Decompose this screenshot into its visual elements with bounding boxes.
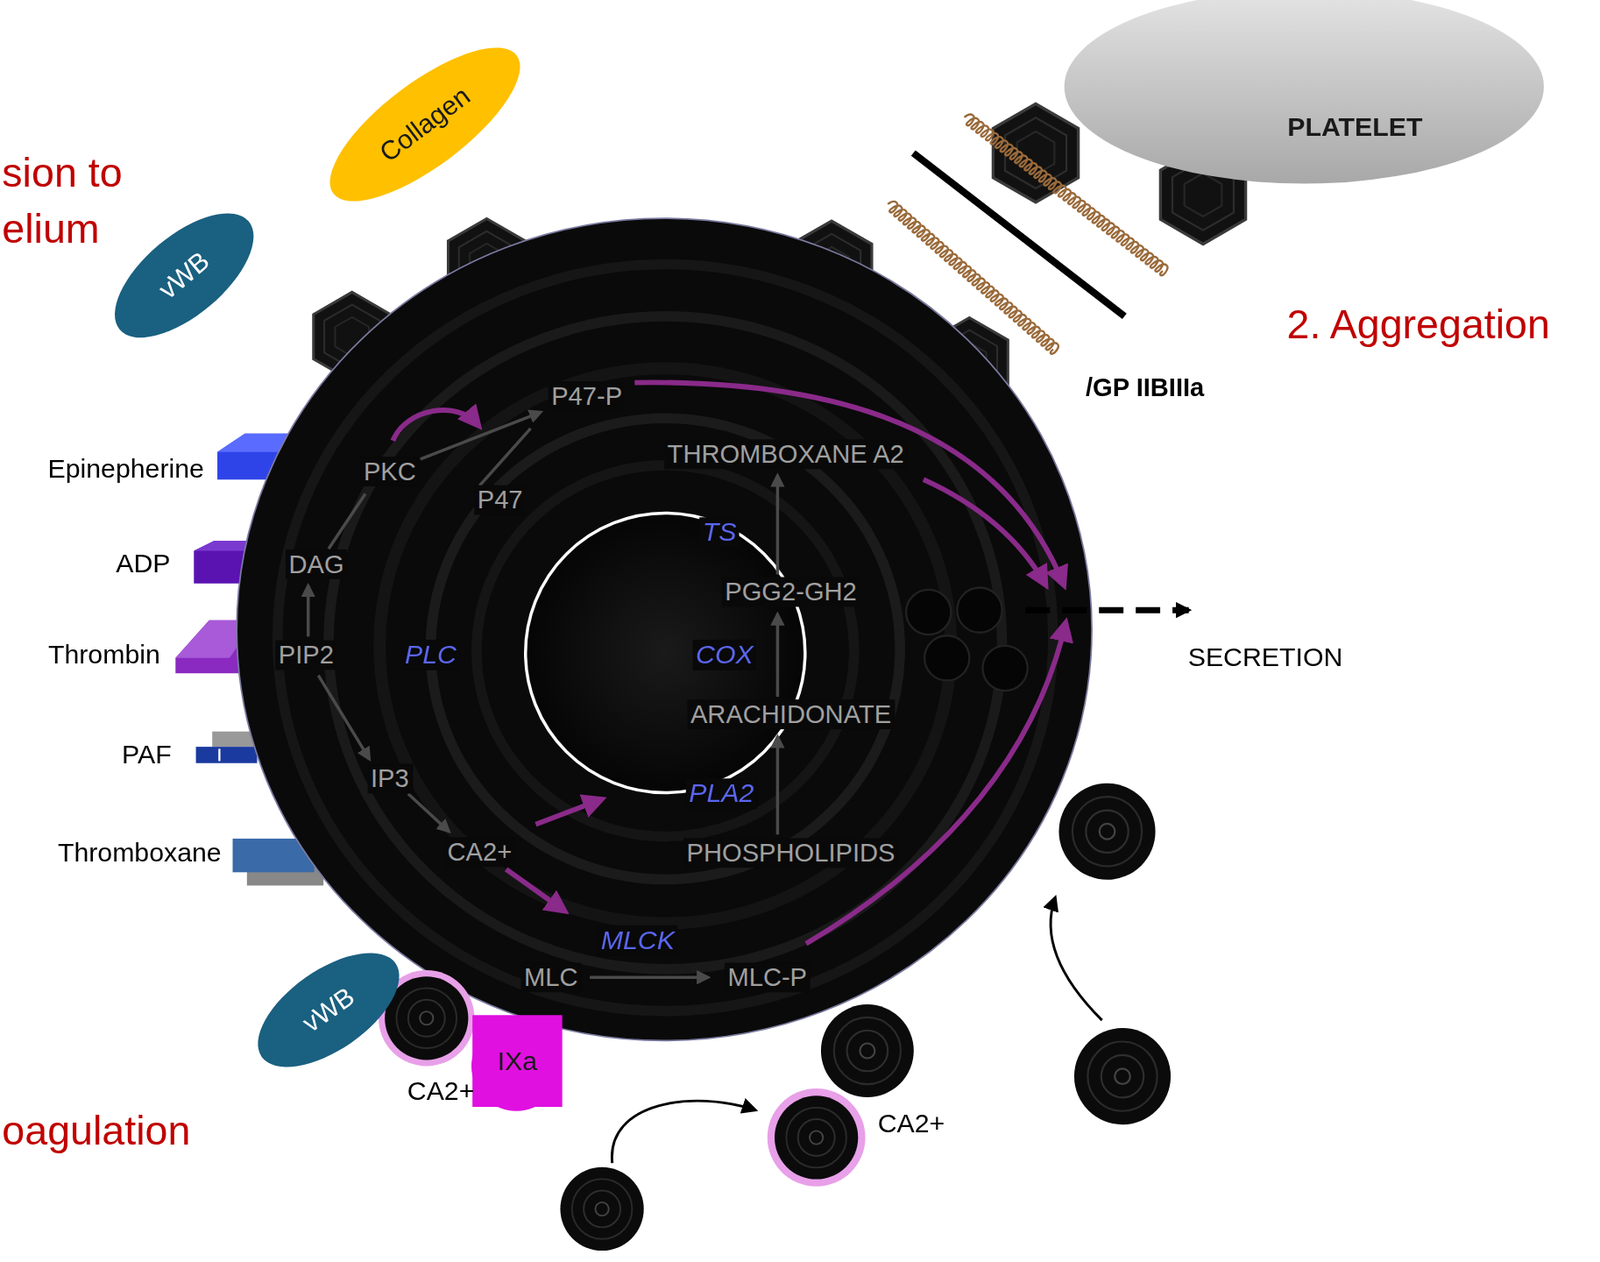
granules	[767, 1088, 866, 1187]
molecule-label: MLC	[521, 962, 581, 992]
pathway-arrows	[776, 736, 779, 835]
pathway-arrows	[318, 675, 369, 759]
receptor-label: /GP IIBIIIa	[1085, 373, 1204, 403]
agonist-label: Thrombin	[48, 639, 161, 671]
granules	[774, 1095, 858, 1179]
activation-arrows	[506, 869, 564, 911]
granule-arrows	[611, 1100, 755, 1163]
activation-arrows	[392, 382, 1065, 943]
activation-arrows	[634, 382, 1063, 583]
factor-box: IXa	[472, 1014, 562, 1107]
platelet-body	[328, 316, 1003, 970]
platelet-body	[476, 465, 855, 837]
activation-arrows	[535, 800, 600, 825]
section-heading: 2. Aggregation	[1286, 300, 1550, 348]
agonist-label: Epinepherine	[47, 453, 204, 485]
fibrinogen-bridge	[884, 198, 1061, 355]
pathway-arrows	[328, 493, 366, 549]
granule-arrows	[1050, 897, 1103, 1020]
enzyme-label: COX	[693, 639, 758, 671]
node-shape	[1064, 0, 1544, 185]
molecule-label: P47	[474, 485, 526, 515]
molecule-label: CA2+	[444, 836, 516, 866]
agonist-label: ADP	[115, 548, 170, 580]
activation-arrows	[923, 479, 1046, 584]
node-shape	[93, 191, 275, 361]
node-shape	[239, 930, 419, 1090]
platelet-body	[236, 218, 1092, 1041]
receptor-bars	[218, 748, 220, 761]
vwb-ellipse: vWB	[239, 930, 419, 1090]
section-heading: sion to elium	[1, 144, 156, 257]
activation-arrows	[806, 623, 1066, 943]
agonist-label: Thromboxane	[57, 837, 222, 869]
granules	[924, 635, 970, 680]
molecule-label: THROMBOXANE A2	[664, 438, 907, 468]
platelet-body	[525, 513, 806, 793]
molecule-label: ARACHIDONATE	[686, 699, 894, 729]
node-label: IXa	[497, 1045, 538, 1077]
secretion-arrow	[1025, 607, 1189, 614]
vwb-ellipse: vWB	[93, 191, 275, 361]
platelet-body	[379, 368, 951, 923]
molecule-label: DAG	[285, 549, 347, 579]
node-shape	[307, 21, 542, 227]
molecule-label: PIP2	[275, 640, 337, 670]
granules	[384, 976, 468, 1060]
receptor-bars	[196, 746, 258, 764]
enzyme-label: PLC	[401, 639, 460, 671]
granules	[1074, 1027, 1171, 1125]
node-shape	[472, 1014, 562, 1107]
agonist-label: PAF	[121, 739, 172, 771]
granules	[956, 587, 1002, 633]
pathway-arrows	[308, 411, 779, 977]
secretion-arrow	[1025, 609, 1189, 611]
molecule-label: IP3	[368, 763, 413, 793]
collagen-ellipse: Collagen	[307, 21, 542, 227]
pathway-arrows	[776, 614, 779, 697]
molecule-label: PKC	[360, 456, 419, 486]
pathway-arrows	[306, 585, 310, 637]
molecule-label: PHOSPHOLIPIDS	[683, 837, 899, 867]
enzyme-label: PLA2	[686, 778, 758, 809]
ion-label: CA2+	[877, 1108, 946, 1140]
pathway-arrows	[479, 428, 531, 486]
platelet-ellipse: PLATELET	[1064, 0, 1544, 185]
enzyme-label: MLCK	[597, 925, 678, 956]
pathway-arrows	[408, 793, 450, 832]
molecule-label: P47-P	[548, 381, 626, 411]
enzyme-label: TS	[699, 516, 740, 548]
platelet-body	[430, 417, 900, 879]
platelet-body	[277, 264, 1054, 1012]
granules	[559, 1167, 644, 1251]
granules	[982, 645, 1027, 691]
platelet-body	[236, 218, 1092, 1041]
node-outline	[1064, 0, 1544, 185]
node-label: PLATELET	[1287, 111, 1423, 143]
granule-arrows	[611, 897, 1102, 1163]
granules	[906, 589, 951, 635]
pathway-arrows	[776, 474, 779, 574]
granules	[821, 1004, 914, 1098]
pathway-arrows	[589, 975, 708, 978]
activation-arrows	[392, 410, 478, 441]
fibrinogen-bridge	[913, 153, 1125, 317]
ion-label: CA2+	[407, 1076, 475, 1107]
process-label: SECRETION	[1188, 642, 1344, 673]
molecule-label: PGG2-GH2	[722, 576, 860, 606]
granules	[1058, 783, 1155, 880]
section-heading: oagulation	[1, 1106, 191, 1154]
molecule-label: MLC-P	[724, 962, 811, 992]
granules	[378, 587, 1171, 1252]
